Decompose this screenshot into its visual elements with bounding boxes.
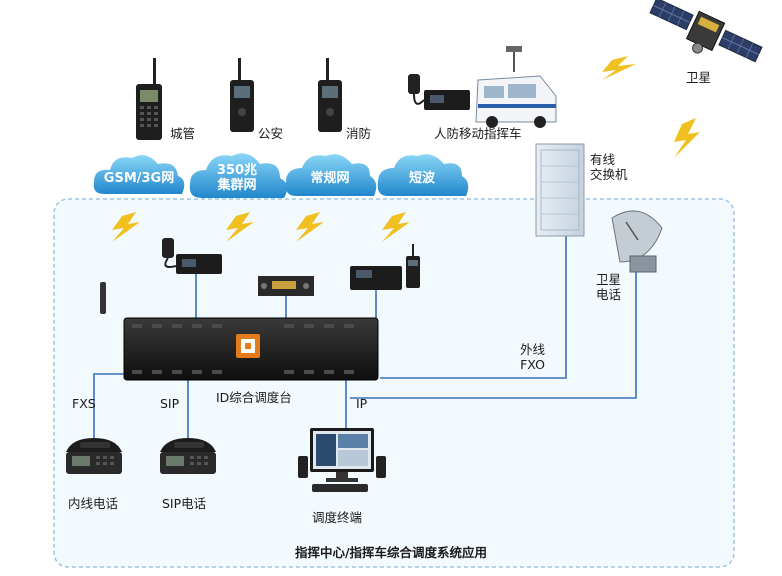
base-radio-icon: [350, 244, 420, 290]
satellite-dish-icon: [611, 210, 663, 273]
cloud-label-line2: 集群网: [217, 177, 257, 193]
label-sat-phone: 卫星 电话: [596, 272, 621, 302]
cloud-label: GSM/3G网: [103, 171, 175, 186]
command-vehicle-icon: [475, 46, 557, 128]
label-satellite: 卫星: [686, 70, 712, 85]
cloud-shortwave: [377, 154, 469, 196]
label-dispatch-console: ID综合调度台: [216, 390, 292, 405]
dispatch-server-icon: [123, 317, 379, 381]
label-sip: SIP: [160, 396, 180, 411]
diagram-caption: 指挥中心/指挥车综合调度系统应用: [294, 545, 488, 560]
cloud-label: 短波: [408, 171, 435, 186]
label-sip-phone: SIP电话: [162, 496, 207, 511]
desk-phone-icon: [66, 438, 122, 474]
label-wired-switch: 有线 交换机: [590, 152, 628, 182]
cloud-350mhz-label: 350兆 集群网: [192, 163, 282, 194]
radio-icon: [230, 58, 254, 132]
label-xiaofang: 消防: [346, 126, 372, 141]
cloud-label: 常规网: [310, 171, 350, 186]
cloud-350mhz: [189, 153, 288, 198]
label-internal-phone: 内线电话: [68, 496, 119, 511]
satellite-icon: [649, 0, 763, 63]
label-gongan: 公安: [258, 126, 284, 141]
label-fxo: 外线 FXO: [520, 342, 545, 372]
label-fxo-line1: 外线: [520, 342, 546, 357]
lightning-icon: [382, 212, 410, 242]
label-fxo-line2: FXO: [520, 357, 545, 372]
label-wired-switch-line1: 有线: [590, 152, 616, 167]
lightning-icon: [674, 118, 700, 158]
cloud-conventional: [285, 154, 377, 196]
antenna-icon: [100, 282, 106, 314]
mobile-radio-icon: [162, 238, 222, 274]
radio-icon: [136, 58, 162, 140]
car-radio-icon: [258, 276, 314, 296]
radio-icon: [318, 58, 342, 132]
application-region: [53, 198, 735, 568]
cloud-gsm: [93, 155, 185, 194]
switch-cabinet-icon: [535, 143, 585, 237]
label-ip: IP: [356, 396, 368, 411]
label-command-vehicle: 人防移动指挥车: [434, 126, 522, 141]
lightning-icon: [112, 212, 140, 242]
dispatch-terminal-icon: [298, 428, 386, 492]
mobile-radio-icon: [408, 74, 470, 110]
label-sat-phone-line1: 卫星: [596, 272, 622, 287]
label-fxs: FXS: [72, 396, 96, 411]
lightning-icon: [226, 212, 254, 242]
label-wired-switch-line2: 交换机: [590, 167, 628, 182]
lightning-icon: [296, 212, 324, 242]
label-chengguan: 城管: [170, 126, 196, 141]
label-sat-phone-line2: 电话: [596, 287, 622, 302]
label-dispatch-terminal: 调度终端: [312, 510, 363, 525]
desk-phone-icon: [160, 438, 216, 474]
connection-lines: [93, 236, 637, 440]
lightning-icons: [112, 56, 700, 242]
lightning-icon: [602, 56, 636, 80]
cloud-label-line1: 350兆: [216, 163, 258, 178]
